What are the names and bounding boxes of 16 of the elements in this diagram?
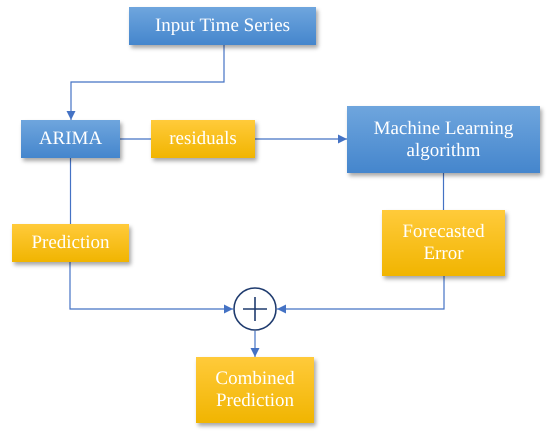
data-box: Forecasted Error bbox=[382, 210, 505, 276]
arrow bbox=[277, 276, 445, 314]
arrow bbox=[69, 262, 233, 314]
connector-line bbox=[120, 138, 151, 140]
process-box: Input Time Series bbox=[129, 7, 316, 45]
arrow bbox=[250, 331, 260, 357]
process-box: ARIMA bbox=[21, 120, 120, 158]
connector-line bbox=[70, 158, 72, 224]
process-box: Machine Learning algorithm bbox=[347, 106, 540, 173]
data-box: Combined Prediction bbox=[196, 357, 314, 423]
arrow bbox=[66, 45, 225, 120]
connector-line bbox=[442, 173, 444, 210]
arrow bbox=[255, 134, 347, 144]
data-box: Prediction bbox=[12, 224, 129, 262]
sum-circle bbox=[233, 287, 277, 331]
data-box: residuals bbox=[151, 120, 255, 158]
